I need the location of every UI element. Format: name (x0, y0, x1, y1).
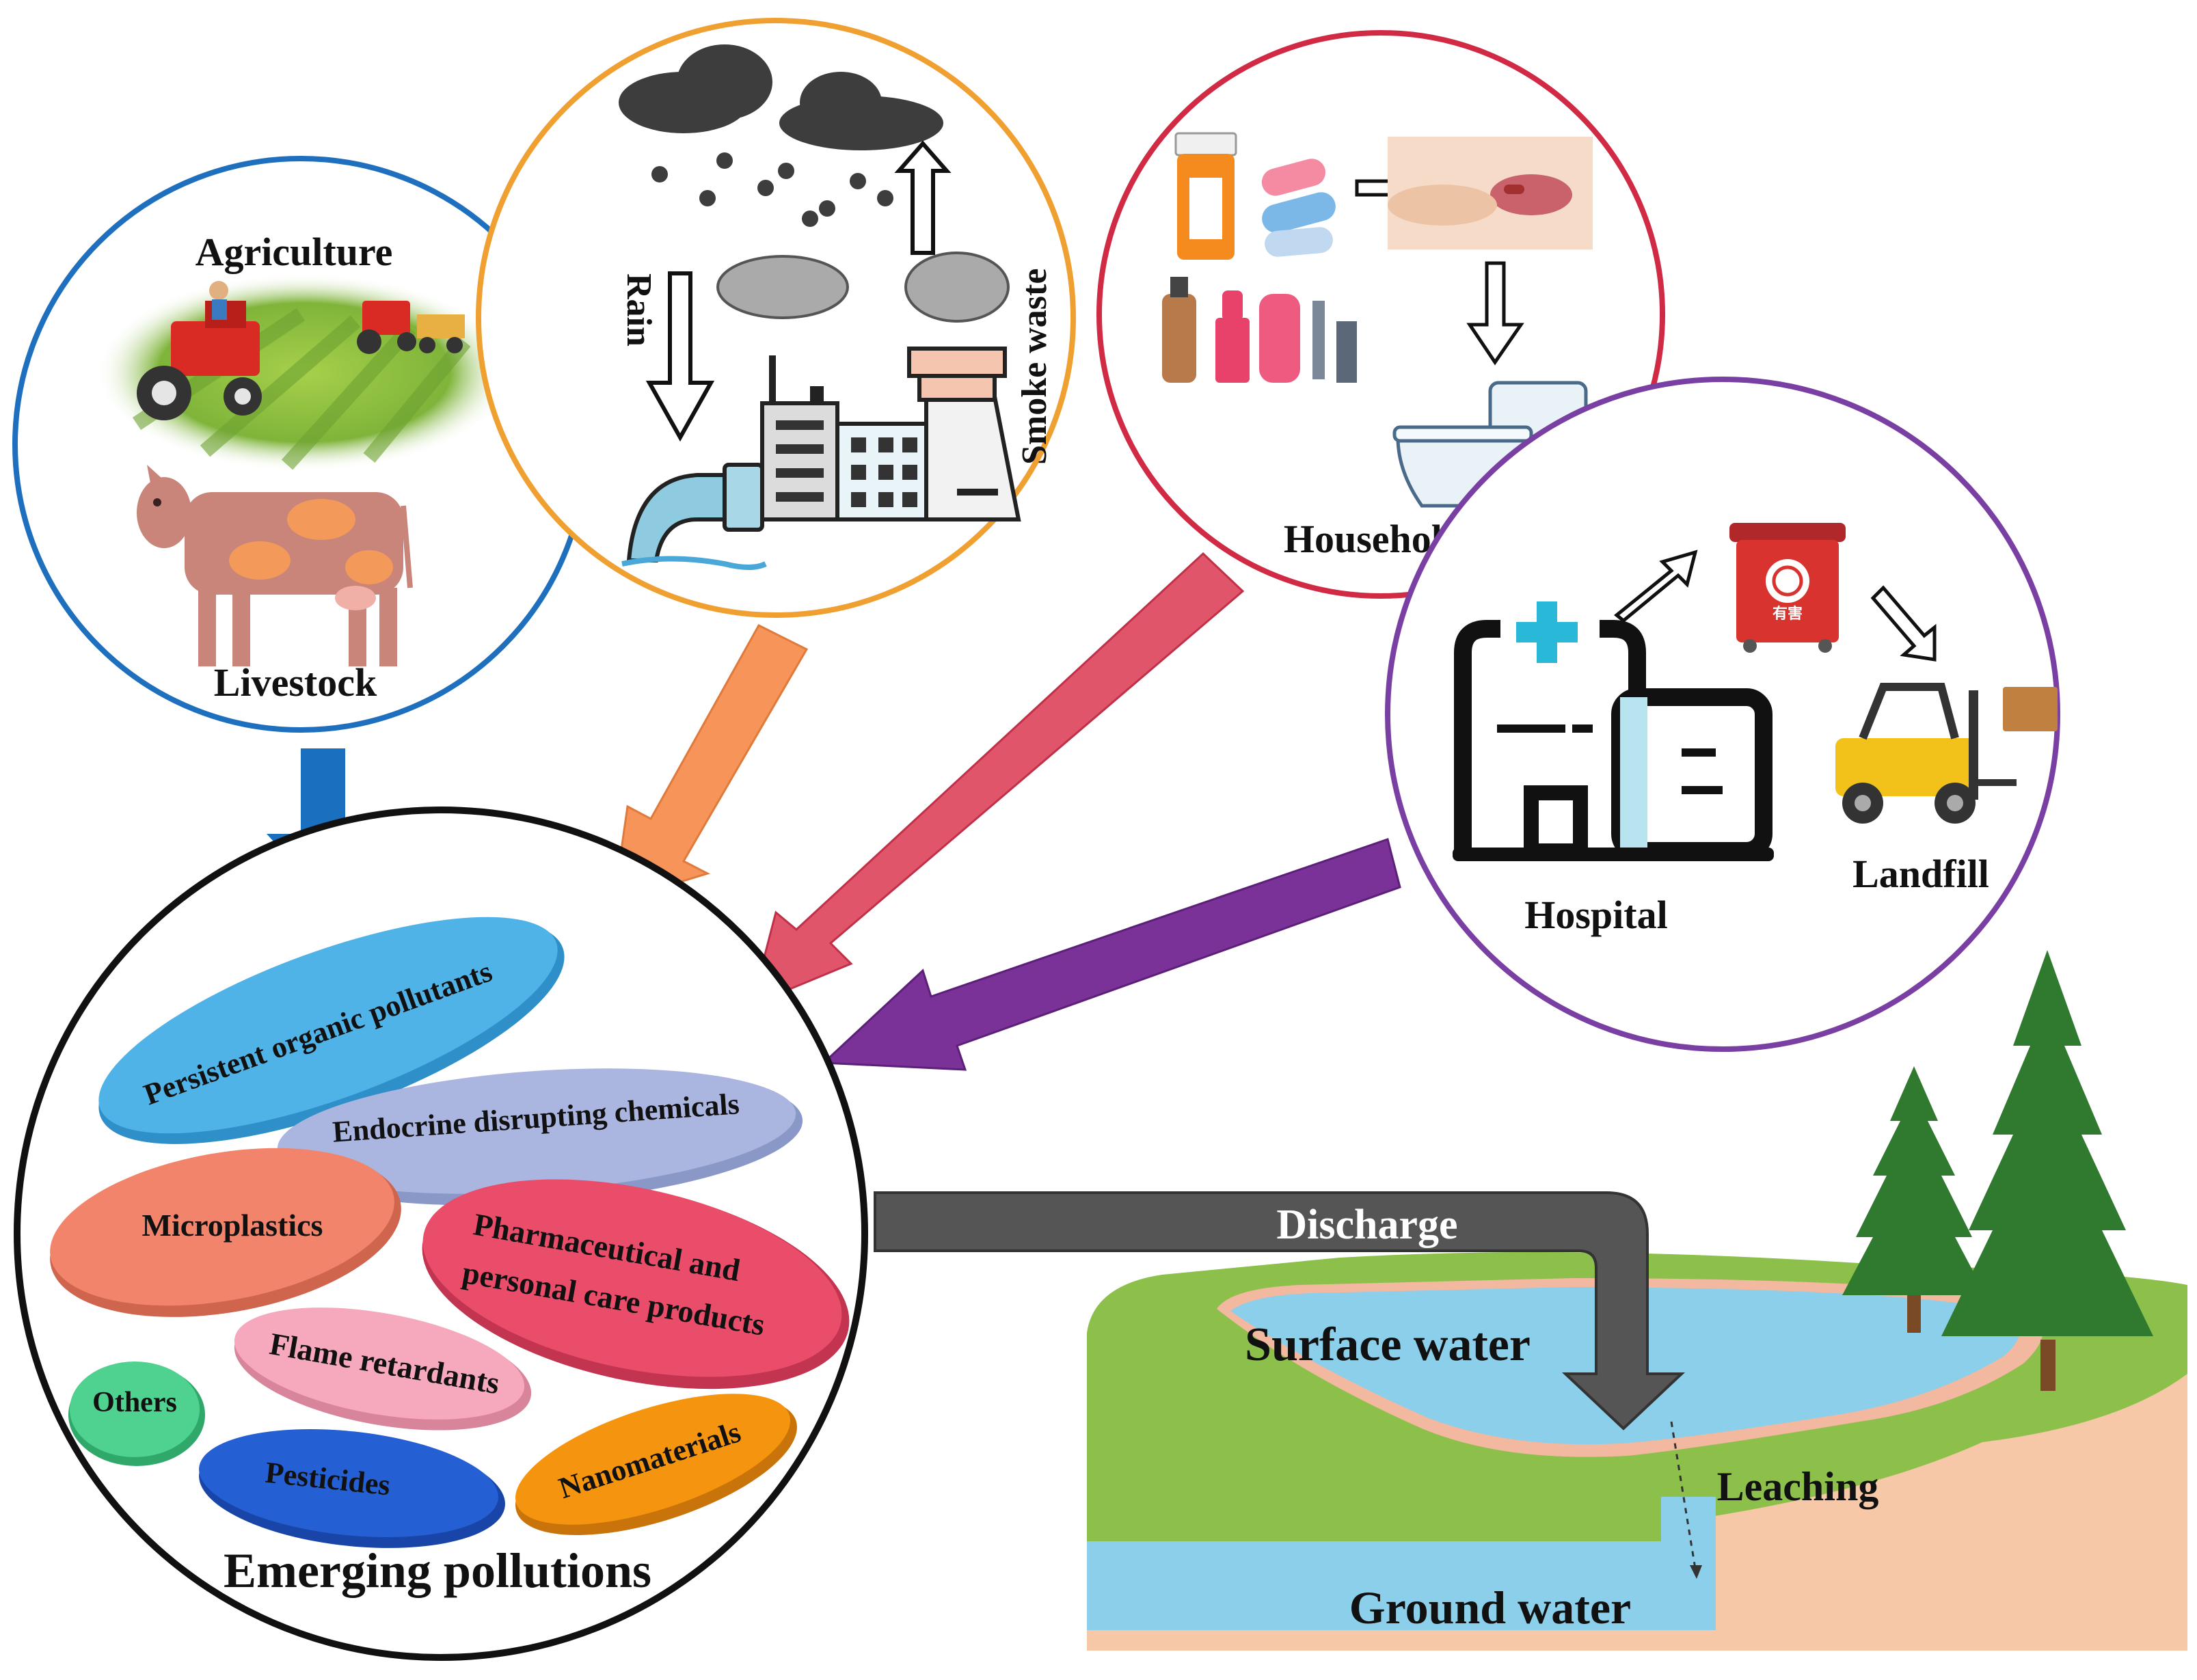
leaching-path (1670, 1421, 1697, 1569)
leaching-arrowhead (1690, 1565, 1702, 1579)
category-label: Others (92, 1387, 177, 1418)
discharge-arrow: Discharge (874, 1191, 1686, 1431)
category-pesticides: Pesticides (199, 1428, 505, 1548)
agriculture-label: Agriculture (196, 230, 393, 274)
rain-arrow-icon (645, 271, 715, 442)
rain-cloud-icon (619, 44, 943, 150)
surface-water-label: Surface water (1245, 1318, 1531, 1371)
smoke-waste-label: Smoke waste (1015, 269, 1054, 465)
category-pharmaceutical-personal-care: Pharmaceutical and personal care product… (422, 1179, 850, 1390)
pine-tree-icon (1941, 950, 2153, 1391)
hospital-flow-arrow (821, 838, 1401, 1071)
leaching-label: Leaching (1717, 1464, 1879, 1509)
small-tractor-icon (357, 301, 465, 354)
down-arrow-icon (1466, 261, 1524, 366)
ground-water-layer (1087, 1541, 1716, 1630)
ground-water-label: Ground water (1349, 1582, 1631, 1634)
raindrop-icons (651, 152, 893, 227)
industry-source: Rain Smoke waste (476, 18, 1076, 618)
livestock-label: Livestock (214, 660, 377, 705)
cow-icon (137, 465, 413, 666)
category-nanomaterials: Nanomaterials (515, 1394, 797, 1536)
factory-icon (760, 347, 1021, 521)
tractor-icon (137, 281, 262, 420)
category-label: Microplastics (142, 1208, 323, 1243)
taking-pill-photo (1388, 137, 1593, 249)
capsules-icon (1261, 159, 1336, 257)
discharge-pipe-icon (621, 463, 767, 570)
discharge-label: Discharge (1276, 1202, 1457, 1248)
smoke-cloud-icon (716, 252, 1010, 323)
smoke-up-arrow-icon (894, 140, 952, 255)
category-microplastics: Microplastics (50, 1148, 401, 1317)
hospital-source: 有害 Hospital Landfill (1385, 377, 2060, 1052)
category-flame-retardants: Flame retardants (234, 1308, 532, 1431)
category-others: Others (68, 1361, 205, 1466)
emerging-pollutions-title: Emerging pollutions (224, 1543, 651, 1598)
hazard-bin-icon: 有害 (1729, 523, 1846, 653)
cosmetics-icon (1162, 277, 1357, 383)
agriculture-source: Agriculture Livestock (12, 156, 589, 733)
pill-bottle-icon (1174, 132, 1237, 260)
rain-label: Rain (619, 273, 658, 347)
hazard-bin-text: 有害 (1773, 605, 1803, 622)
hospital-label: Hospital (1524, 893, 1668, 937)
grass-band-lower (1087, 1500, 1668, 1541)
landfill-label: Landfill (1852, 852, 1989, 896)
hospital-building-icon (1453, 601, 1774, 861)
household-flow-arrow (750, 552, 1245, 1007)
pine-tree-icon (1842, 1066, 1986, 1333)
category-endocrine-disrupting-chemicals: Endocrine disrupting chemicals (277, 1068, 803, 1206)
down-right-arrow-icon (1870, 585, 1937, 662)
forklift-icon (1835, 683, 2058, 824)
up-right-arrow-icon (1614, 550, 1698, 623)
emerging-pollutants-circle: Persistent organic pollutants Endocrine … (14, 807, 868, 1661)
